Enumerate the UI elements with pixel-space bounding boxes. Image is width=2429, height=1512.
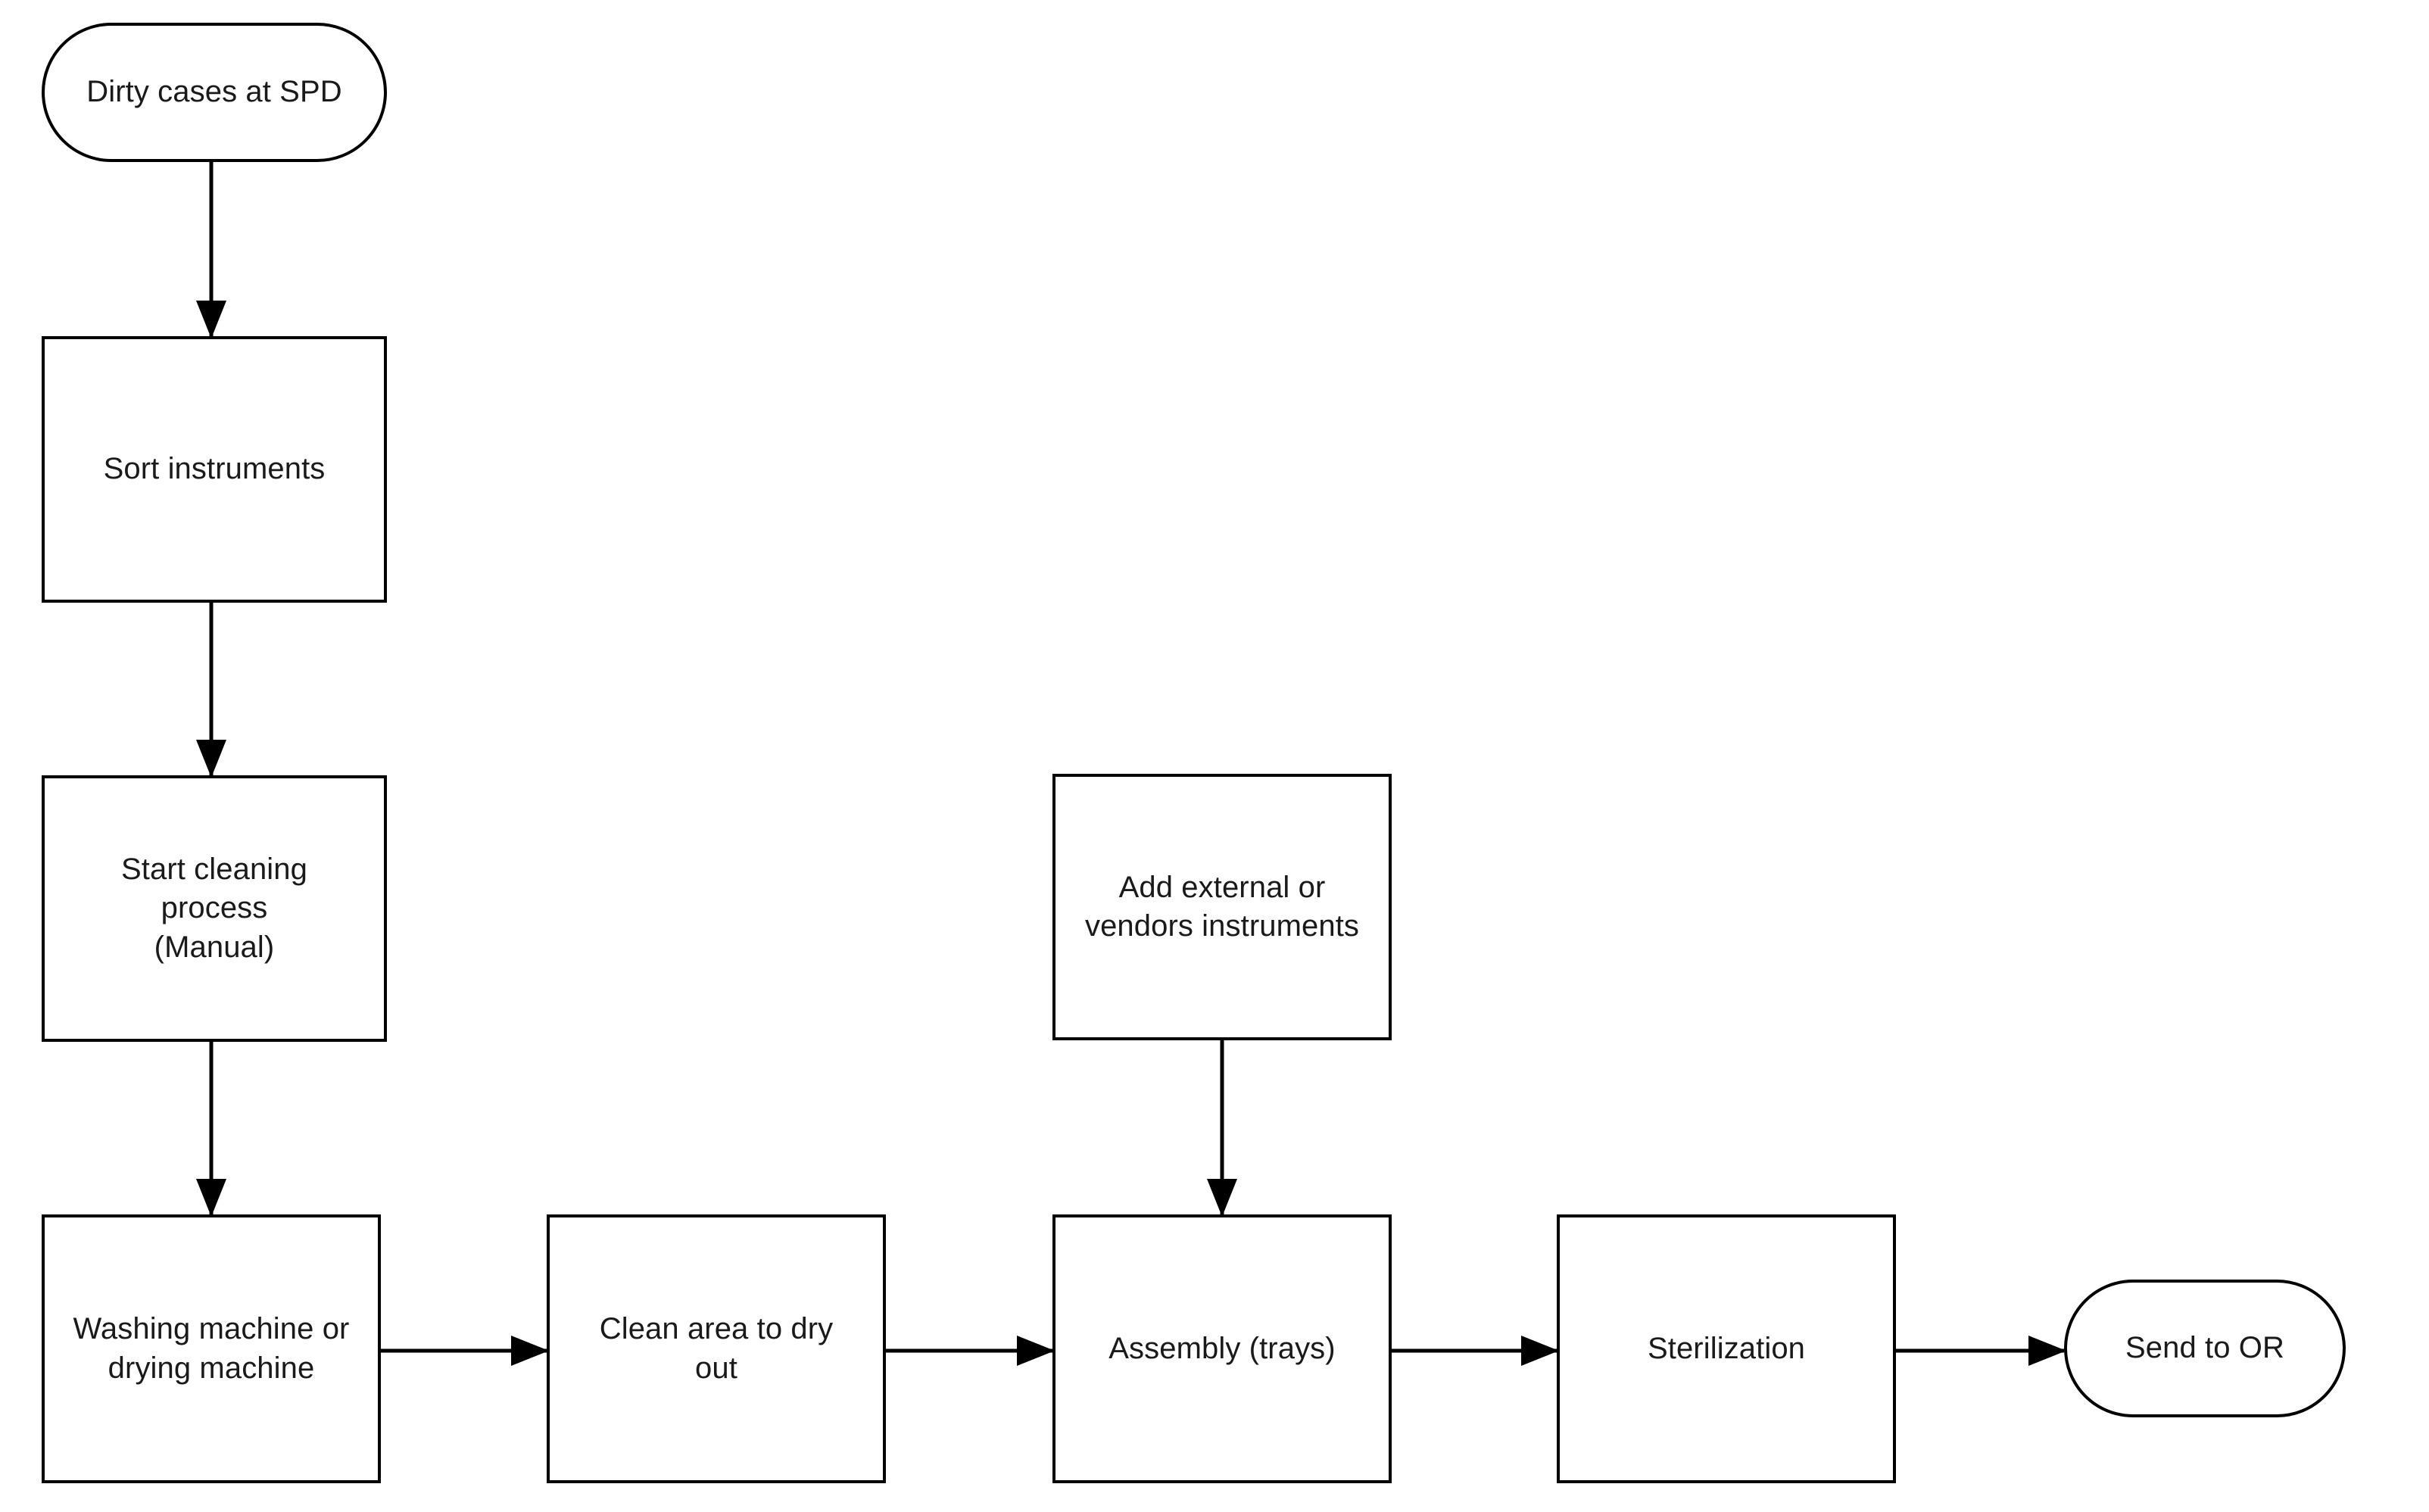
node-add-external[interactable]: Add external or vendors instruments <box>1052 774 1392 1040</box>
node-label-washing-drying: Washing machine or drying machine <box>73 1312 350 1385</box>
node-label-assembly: Assembly (trays) <box>1108 1331 1336 1365</box>
node-label-start-cleaning: Start cleaning process (Manual) <box>121 853 307 964</box>
node-label-clean-area: Clean area to dry out <box>599 1312 834 1385</box>
node-assembly[interactable]: Assembly (trays) <box>1052 1214 1392 1483</box>
node-label-send-to-or: Send to OR <box>2125 1331 2284 1365</box>
connector-group <box>196 162 2067 1366</box>
node-dirty-cases[interactable]: Dirty cases at SPD <box>42 23 387 162</box>
node-label-add-external: Add external or vendors instruments <box>1084 870 1360 943</box>
node-send-to-or[interactable]: Send to OR <box>2064 1280 2346 1417</box>
node-clean-area[interactable]: Clean area to dry out <box>547 1214 886 1483</box>
node-sort-instruments[interactable]: Sort instruments <box>42 336 387 603</box>
node-label-sort-instruments: Sort instruments <box>103 452 326 486</box>
node-washing-drying[interactable]: Washing machine or drying machine <box>42 1214 381 1483</box>
node-label-sterilization: Sterilization <box>1647 1331 1806 1365</box>
node-sterilization[interactable]: Sterilization <box>1557 1214 1896 1483</box>
node-start-cleaning[interactable]: Start cleaning process (Manual) <box>42 775 387 1042</box>
node-label-dirty-cases: Dirty cases at SPD <box>86 75 342 109</box>
